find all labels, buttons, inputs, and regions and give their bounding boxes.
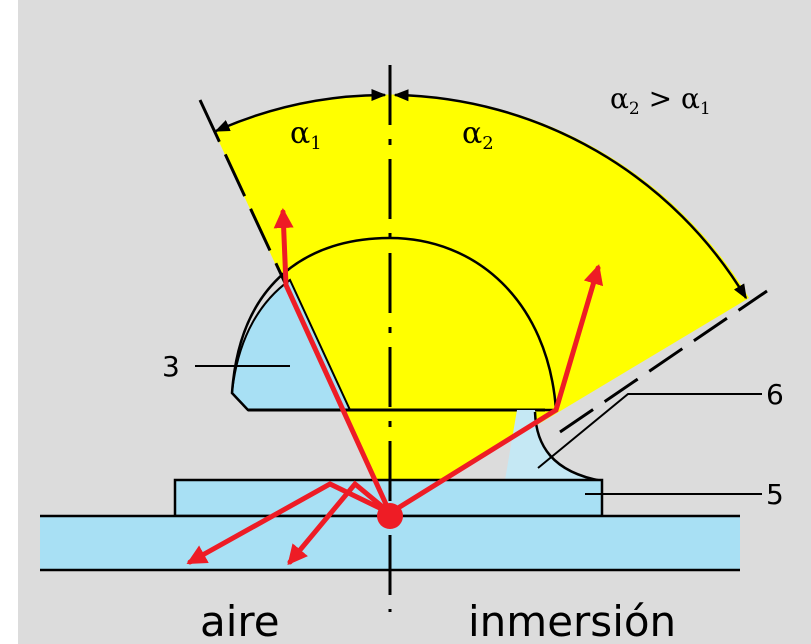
ray-immersion-up bbox=[387, 264, 604, 516]
light-rays bbox=[186, 208, 604, 566]
cone-edge-right bbox=[559, 289, 768, 434]
focus-point bbox=[377, 503, 403, 529]
label-part5: 5 bbox=[766, 478, 784, 511]
label-relation: α2 > α1 bbox=[610, 82, 711, 119]
leader-6 bbox=[537, 393, 762, 469]
ray-reflected-mid bbox=[287, 480, 393, 566]
label-immersion: inmersión bbox=[468, 597, 676, 644]
ray-air-up bbox=[273, 208, 393, 516]
cone-edge-left bbox=[198, 99, 288, 286]
angle-arc-alpha2 bbox=[393, 89, 748, 300]
ray-reflected-left bbox=[186, 481, 393, 565]
label-air: aire bbox=[200, 597, 280, 644]
label-part6: 6 bbox=[766, 378, 784, 411]
angle-arc-alpha1 bbox=[214, 89, 387, 133]
label-part3: 3 bbox=[162, 350, 180, 383]
